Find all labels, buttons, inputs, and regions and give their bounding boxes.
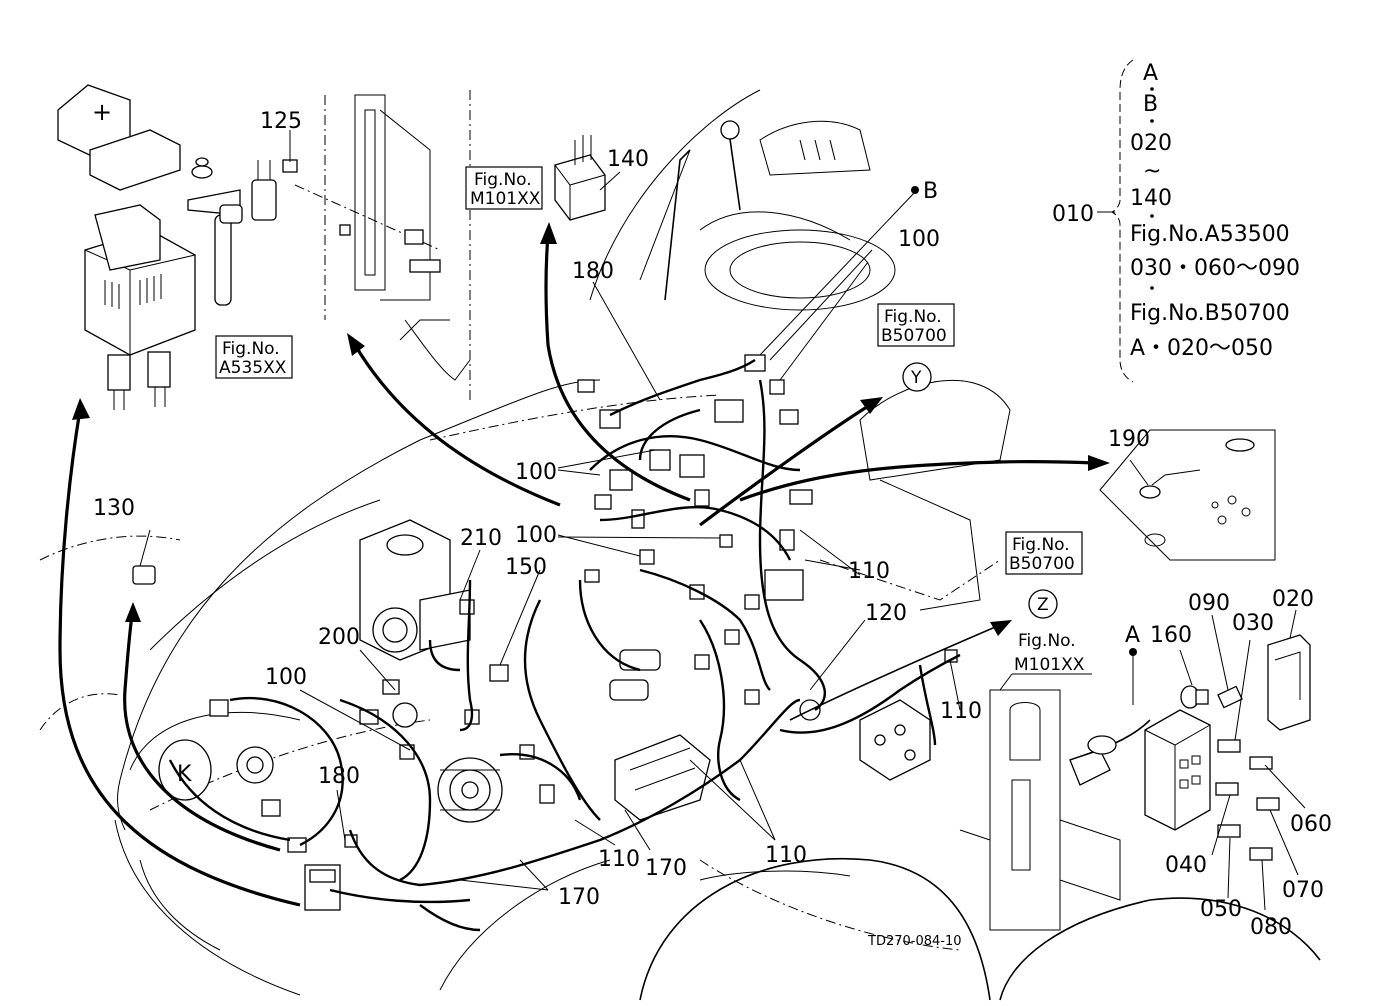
callout-170-a: 170 [645,856,687,881]
legend-line-6: Fig.No.A53500 [1130,222,1290,247]
assembly-arrows [58,222,1151,907]
callout-010: 010 [1052,202,1094,227]
svg-text:Y: Y [910,368,922,388]
svg-text:A535XX: A535XX [219,358,287,378]
svg-text:B50700: B50700 [1009,554,1075,574]
callout-110-mid: 110 [848,559,890,584]
right-fender-panel [959,689,1121,931]
callout-130: 130 [93,496,135,521]
callout-210: 210 [460,526,502,551]
callout-110-bottom-a: 110 [598,847,640,872]
callout-080: 080 [1250,915,1292,940]
callout-020: 020 [1272,587,1314,612]
point-b-label: B [923,179,938,204]
leader-lines [139,59,1306,911]
svg-text:Fig.No.: Fig.No. [1018,631,1076,651]
assembly-legend: A B 020 ~ 140 Fig.No.A53500 030・060～090 … [1130,61,1300,361]
legend-line-1: A [1143,61,1158,86]
callout-110-bottom-b: 110 [765,843,807,868]
legend-line-9: A・020～050 [1130,336,1273,361]
legend-line-4: ~ [1143,159,1161,184]
callout-100-center: 100 [515,523,557,548]
callout-numbers: 125 140 180 100 100 100 130 210 150 200 … [93,109,1332,940]
callout-200: 200 [318,625,360,650]
callout-180-top: 180 [572,259,614,284]
svg-text:Z: Z [1037,595,1049,615]
svg-text:M101XX: M101XX [1014,655,1085,675]
terminal-posts [104,274,162,309]
detail-190-panel [1099,429,1276,561]
callout-190: 190 [1108,427,1150,452]
callout-170-b: 170 [558,885,600,910]
legend-line-2: B [1143,92,1158,117]
engine-components: K [132,519,931,911]
callout-040: 040 [1165,853,1207,878]
callout-110-right: 110 [940,699,982,724]
fig-ref-m101-right: Fig.No. M101XX [999,631,1092,691]
callout-030: 030 [1232,611,1274,636]
legend-line-8: Fig.No.B50700 [1130,301,1290,326]
legend-line-5: 140 [1130,186,1172,211]
legend-line-3: 020 [1130,131,1172,156]
fuse-box-assembly [1144,634,1311,861]
point-a-label: A [1125,623,1140,648]
svg-text:B50700: B50700 [881,326,947,346]
svg-text:K: K [177,762,192,787]
callout-090: 090 [1188,591,1230,616]
tractor-outline [39,89,1321,1001]
relay-140 [554,135,606,221]
callout-050: 050 [1200,897,1242,922]
legend-line-7: 030・060～090 [1130,256,1300,281]
callout-100-mid: 100 [515,460,557,485]
callout-120: 120 [865,601,907,626]
fig-ref-a535: Fig.No. A535XX [215,335,293,379]
svg-text:Fig.No.: Fig.No. [474,170,532,190]
drawing-code: TD270-084-10 [867,934,962,949]
callout-160: 160 [1150,623,1192,648]
callout-060: 060 [1290,812,1332,837]
callout-140: 140 [607,147,649,172]
callout-070: 070 [1282,878,1324,903]
upper-panel-bracket [294,90,471,400]
svg-text:Fig.No.: Fig.No. [884,307,942,327]
fig-ref-b507-y: Fig.No. B50700 Y [877,303,955,392]
svg-text:M101XX: M101XX [470,189,541,209]
svg-text:Fig.No.: Fig.No. [1012,535,1070,555]
callout-180-bottom: 180 [318,764,360,789]
fuse-relay-block: + [57,84,298,410]
callout-150: 150 [505,555,547,580]
callout-100-right: 100 [898,227,940,252]
fig-ref-b507-z: Fig.No. B50700 Z [1005,531,1083,619]
callout-125: 125 [260,109,302,134]
svg-text:+: + [92,98,112,126]
callout-100-left: 100 [265,665,307,690]
svg-text:Fig.No.: Fig.No. [222,339,280,359]
wiring-harness [168,359,961,932]
fig-ref-m101-top: Fig.No. M101XX [465,166,543,210]
